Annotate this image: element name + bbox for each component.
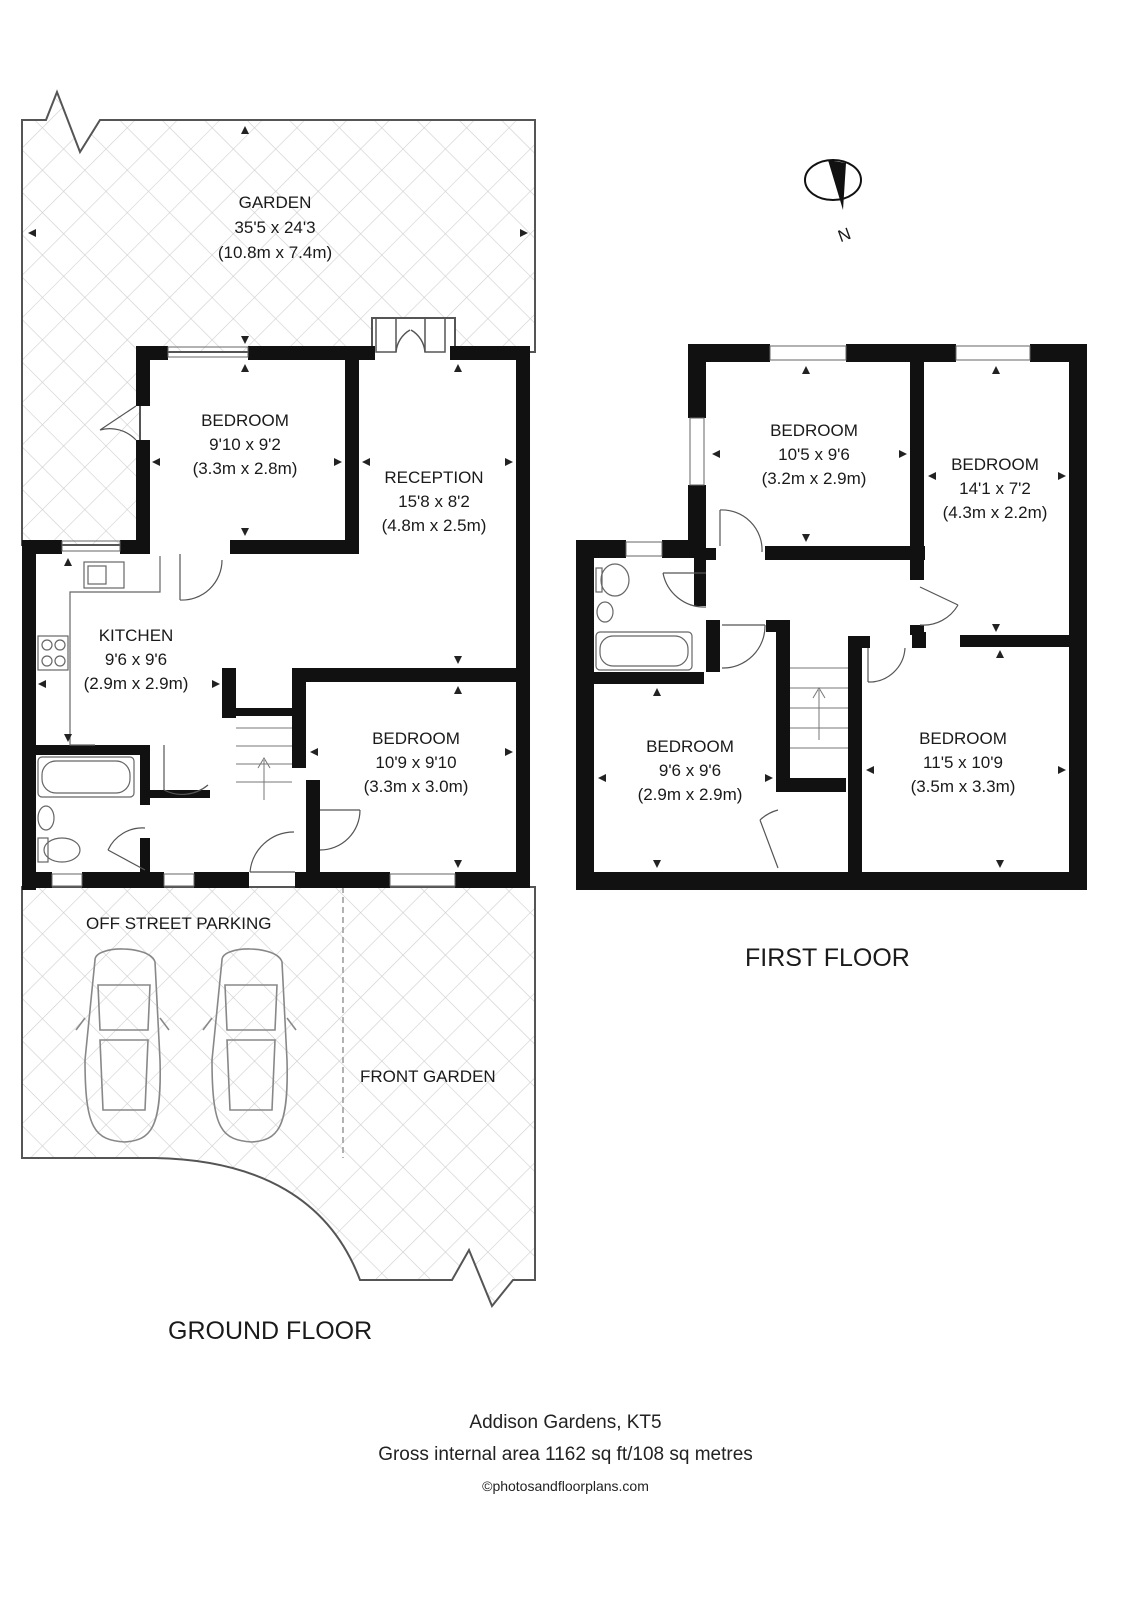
bedroom-3-dim-imperial: 9'6 x 9'6	[659, 761, 721, 780]
bedroom-4-name: BEDROOM	[919, 729, 1007, 748]
bedroom-rear-dim-imperial: 9'10 x 9'2	[209, 435, 281, 454]
bedroom-3-name: BEDROOM	[646, 737, 734, 756]
kitchen-dim-metric: (2.9m x 2.9m)	[84, 674, 189, 693]
ground-stairs	[236, 727, 292, 800]
first-stairs	[790, 667, 848, 749]
garden-dim-imperial: 35'5 x 24'3	[234, 218, 315, 237]
bedroom-rear-name: BEDROOM	[201, 411, 289, 430]
first-floor-windows	[625, 345, 1031, 557]
toilet-icon	[600, 563, 630, 597]
reception-dim-metric: (4.8m x 2.5m)	[382, 516, 487, 535]
bedroom-1-dim-imperial: 10'5 x 9'6	[778, 445, 850, 464]
ground-floor-title: GROUND FLOOR	[168, 1317, 372, 1345]
dimension-arrows-ground	[28, 126, 528, 868]
car-icon	[202, 948, 297, 1143]
bedroom-2-dim-imperial: 14'1 x 7'2	[959, 479, 1031, 498]
ground-floor-walls	[22, 346, 530, 890]
kitchen-name: KITCHEN	[99, 626, 174, 645]
bedroom-front-dim-metric: (3.3m x 3.0m)	[364, 777, 469, 796]
first-bathroom-fixtures	[595, 563, 693, 671]
copyright-icon: ©	[482, 1478, 493, 1494]
toilet-icon	[43, 837, 81, 863]
hob-icon	[37, 635, 69, 671]
ground-floor-windows	[51, 346, 456, 887]
first-floor-title: FIRST FLOOR	[745, 944, 910, 972]
bedroom-rear-dim-metric: (3.3m x 2.8m)	[193, 459, 298, 478]
first-floor-doors	[662, 509, 959, 869]
compass-icon	[804, 159, 862, 210]
bath-icon	[595, 631, 693, 671]
bedroom-2-dim-metric: (4.3m x 2.2m)	[943, 503, 1048, 522]
kitchen-dim-imperial: 9'6 x 9'6	[105, 650, 167, 669]
footer-area: Gross internal area 1162 sq ft/108 sq me…	[378, 1444, 753, 1465]
footer-copyright-text: photosandfloorplans.com	[492, 1478, 649, 1494]
ground-bathroom-fixtures	[37, 756, 135, 863]
bath-icon	[37, 756, 135, 798]
front-area	[21, 886, 536, 1308]
reception-name: RECEPTION	[384, 468, 483, 487]
compass-label: N	[835, 224, 853, 246]
bedroom-4-dim-imperial: 11'5 x 10'9	[923, 753, 1003, 772]
footer-copyright: ©photosandfloorplans.com	[0, 1478, 1131, 1494]
parking-name: OFF STREET PARKING	[86, 914, 271, 933]
bedroom-3-dim-metric: (2.9m x 2.9m)	[638, 785, 743, 804]
bedroom-front-dim-imperial: 10'9 x 9'10	[375, 753, 456, 772]
car-icon	[75, 948, 170, 1143]
reception-dim-imperial: 15'8 x 8'2	[398, 492, 470, 511]
bedroom-1-dim-metric: (3.2m x 2.9m)	[762, 469, 867, 488]
bedroom-front-name: BEDROOM	[372, 729, 460, 748]
sink-icon	[83, 561, 125, 589]
garden-name: GARDEN	[239, 193, 312, 212]
bedroom-4-dim-metric: (3.5m x 3.3m)	[911, 777, 1016, 796]
basin-icon	[37, 805, 55, 831]
front-garden-name: FRONT GARDEN	[360, 1067, 496, 1086]
ground-floor-doors	[99, 405, 361, 873]
bedroom-1-name: BEDROOM	[770, 421, 858, 440]
garden-dim-metric: (10.8m x 7.4m)	[218, 243, 332, 262]
kitchen-fixtures	[37, 556, 161, 746]
french-doors	[375, 317, 446, 353]
footer-address: Addison Gardens, KT5	[469, 1412, 662, 1433]
bedroom-2-name: BEDROOM	[951, 455, 1039, 474]
dimension-arrows-first	[598, 366, 1066, 868]
basin-icon	[596, 601, 614, 623]
first-floor-walls	[576, 344, 1087, 890]
